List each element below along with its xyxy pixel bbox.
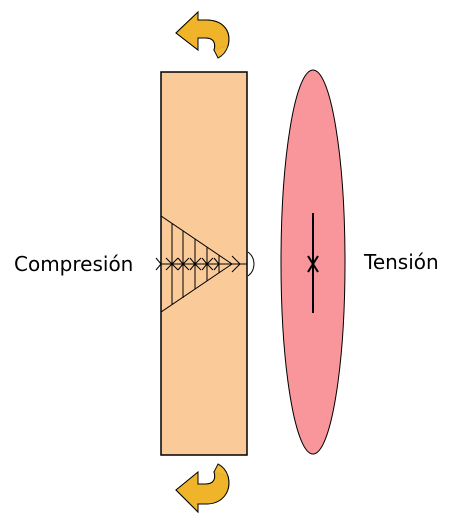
stress-distribution (155, 215, 255, 313)
tension-axis (307, 213, 319, 313)
compression-label: Compresión (14, 252, 134, 276)
top-rotation-arrow-icon (175, 10, 230, 59)
tension-label: Tensión (364, 250, 439, 274)
bottom-rotation-arrow-icon (175, 463, 230, 514)
